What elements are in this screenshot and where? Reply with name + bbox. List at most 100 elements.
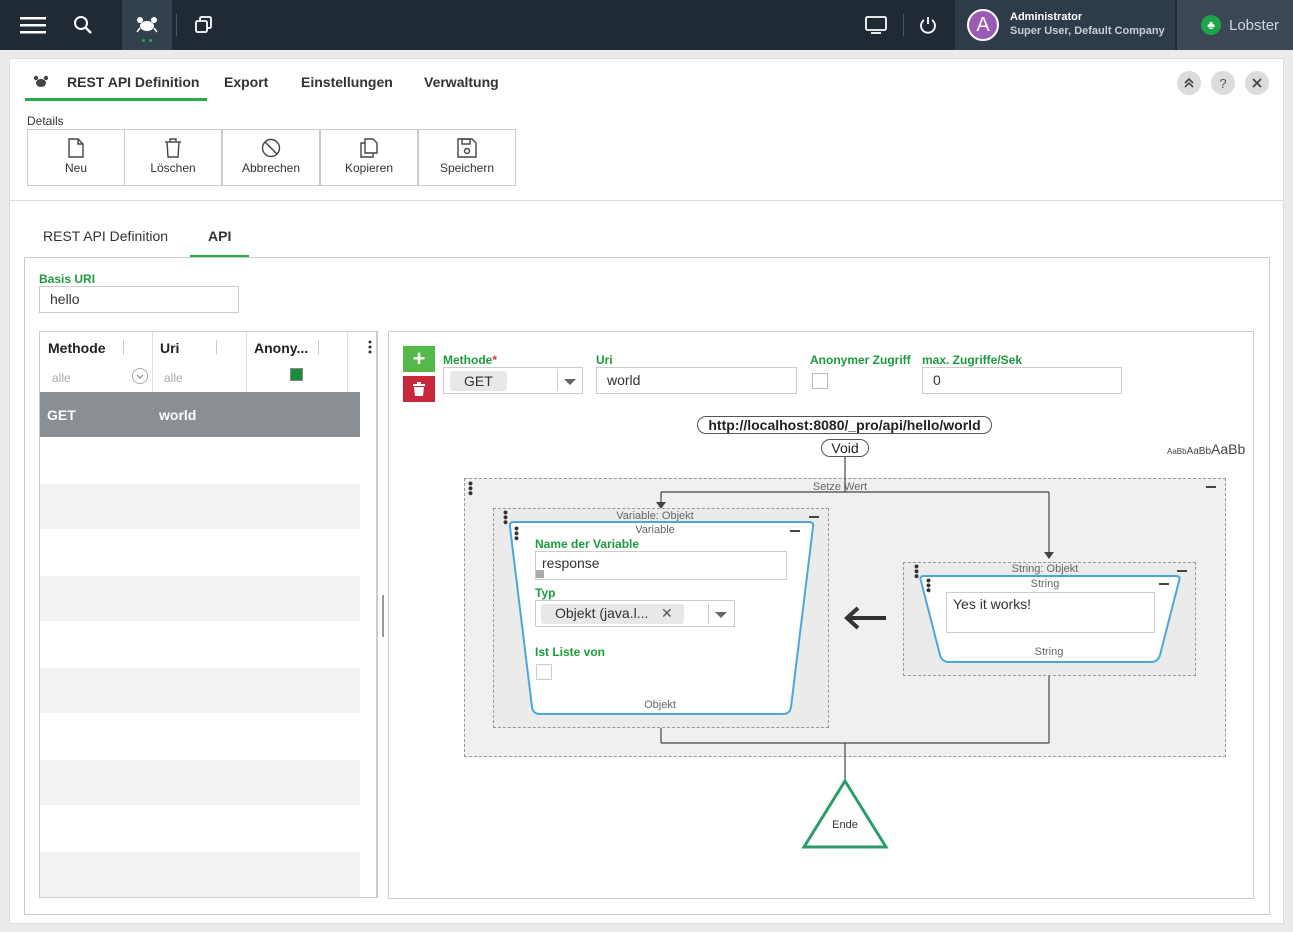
kopieren-label: Kopieren [344, 161, 394, 175]
active-tab-indicator [25, 98, 207, 101]
string-inner-menu-icon[interactable]: ••• [921, 578, 937, 593]
typ-value: Objekt (java.l... [555, 605, 649, 621]
tab-verwaltung[interactable]: Verwaltung [424, 74, 499, 90]
max-input[interactable]: 0 [922, 367, 1122, 394]
user-menu[interactable]: A Administrator Super User, Default Comp… [955, 0, 1175, 50]
variable-subtitle: Variable [635, 524, 675, 536]
column-header-anonym[interactable]: Anony... [254, 340, 309, 356]
top-bar: A Administrator Super User, Default Comp… [0, 0, 1293, 50]
monitor-icon[interactable] [855, 0, 897, 50]
typ-chip: Objekt (java.l... ✕ [541, 604, 684, 624]
plus-icon: + [412, 346, 426, 371]
string-value-input[interactable]: Yes it works! [946, 592, 1155, 633]
typ-select[interactable]: Objekt (java.l... ✕ [535, 600, 735, 627]
windows-icon[interactable] [182, 0, 226, 50]
collapse-variable-inner-icon[interactable] [790, 530, 800, 532]
brand-name: Lobster [1229, 16, 1280, 34]
api-grid: Methode Uri Anony... alle alle GET world [39, 331, 378, 898]
user-subtitle: Super User, Default Company [1010, 25, 1165, 37]
active-subtab-indicator [190, 255, 249, 258]
avatar: A [967, 9, 999, 41]
empty-row [40, 668, 360, 713]
table-row[interactable]: GET world [40, 392, 360, 437]
collapse-string-icon[interactable] [1177, 570, 1187, 572]
tab-einstellungen[interactable]: Einstellungen [301, 74, 393, 90]
brand: ♣ Lobster [1177, 0, 1293, 50]
subtab-rest-api-definition[interactable]: REST API Definition [43, 228, 169, 244]
variable-block-title: Variable: Objekt [616, 510, 694, 522]
anon-label: Anonymer Zugriff [810, 353, 911, 367]
column-header-uri[interactable]: Uri [160, 340, 180, 356]
close-icon[interactable] [1245, 71, 1269, 95]
arrow-left-icon [844, 606, 886, 630]
string-footer: String [1034, 646, 1064, 658]
basis-uri-input[interactable]: hello [39, 286, 239, 313]
ist-liste-checkbox[interactable] [536, 664, 552, 680]
tab-rest-api-definition[interactable]: REST API Definition [67, 74, 200, 90]
help-icon[interactable]: ? [1211, 71, 1235, 95]
max-label: max. Zugriffe/Sek [922, 353, 1023, 367]
expand-icon[interactable] [536, 570, 544, 578]
divider [10, 200, 1283, 201]
methode-label: Methode* [443, 353, 498, 367]
save-icon [457, 138, 477, 158]
empty-row [40, 852, 360, 897]
empty-row [40, 760, 360, 805]
delete-button[interactable] [403, 376, 435, 402]
menu-icon[interactable] [10, 0, 56, 50]
ende-label: Ende [832, 819, 858, 831]
filter-uri[interactable]: alle [164, 371, 183, 385]
filter-dropdown-icon[interactable] [132, 368, 148, 384]
neu-label: Neu [64, 161, 87, 175]
empty-row [40, 484, 360, 529]
new-document-icon [68, 138, 84, 158]
power-icon[interactable] [908, 0, 948, 50]
void-pill: Void [821, 439, 869, 457]
kopieren-button[interactable]: Kopieren [320, 129, 418, 186]
trash-icon [165, 138, 181, 158]
collapse-icon[interactable] [1177, 71, 1201, 95]
add-button[interactable]: + [403, 346, 435, 372]
methode-chip: GET [450, 371, 507, 391]
cell-methode: GET [47, 407, 76, 423]
filter-methode[interactable]: alle [52, 371, 71, 385]
filter-anonym-checkbox[interactable] [290, 368, 303, 381]
lobster-logo-icon: ♣ [1201, 15, 1221, 35]
uri-input[interactable]: world [596, 367, 797, 394]
abbrechen-button[interactable]: Abbrechen [222, 129, 320, 186]
url-pill: http://localhost:8080/_pro/api/hello/wor… [697, 416, 992, 434]
methode-select[interactable]: GET [443, 367, 583, 394]
cell-uri: world [159, 407, 197, 423]
chevron-down-icon [564, 379, 576, 385]
user-name: Administrator [1010, 11, 1083, 23]
grid-menu-icon[interactable] [368, 340, 372, 357]
variable-inner-menu-icon[interactable]: ••• [509, 526, 525, 541]
font-size-selector[interactable]: AaBbAaBbAaBb [1167, 441, 1246, 457]
loeschen-label: Löschen [150, 161, 196, 175]
collapse-block-icon[interactable] [1206, 486, 1216, 488]
basis-uri-label: Basis URI [39, 272, 96, 286]
column-header-methode[interactable]: Methode [48, 340, 106, 356]
splitter-handle[interactable] [382, 595, 384, 637]
ende-triangle [801, 778, 889, 849]
name-der-variable-label: Name der Variable [535, 537, 640, 551]
objekt-footer: Objekt [644, 699, 676, 711]
collapse-string-inner-icon[interactable] [1159, 583, 1169, 585]
chevron-down-icon [715, 612, 727, 618]
details-label: Details [27, 114, 64, 128]
subtab-api[interactable]: API [208, 228, 232, 244]
name-der-variable-input[interactable]: response [535, 551, 787, 580]
ist-liste-label: Ist Liste von [535, 645, 606, 659]
tab-export[interactable]: Export [224, 74, 269, 90]
neu-button[interactable]: Neu [27, 129, 125, 186]
crab-app-icon[interactable] [122, 0, 172, 50]
speichern-button[interactable]: Speichern [418, 129, 516, 186]
loeschen-button[interactable]: Löschen [124, 129, 222, 186]
speichern-label: Speichern [439, 161, 495, 175]
remove-icon[interactable]: ✕ [661, 605, 673, 621]
anon-checkbox[interactable] [812, 373, 828, 389]
crab-tab-icon [33, 74, 49, 93]
search-icon[interactable] [60, 0, 106, 50]
collapse-variable-icon[interactable] [809, 516, 819, 518]
